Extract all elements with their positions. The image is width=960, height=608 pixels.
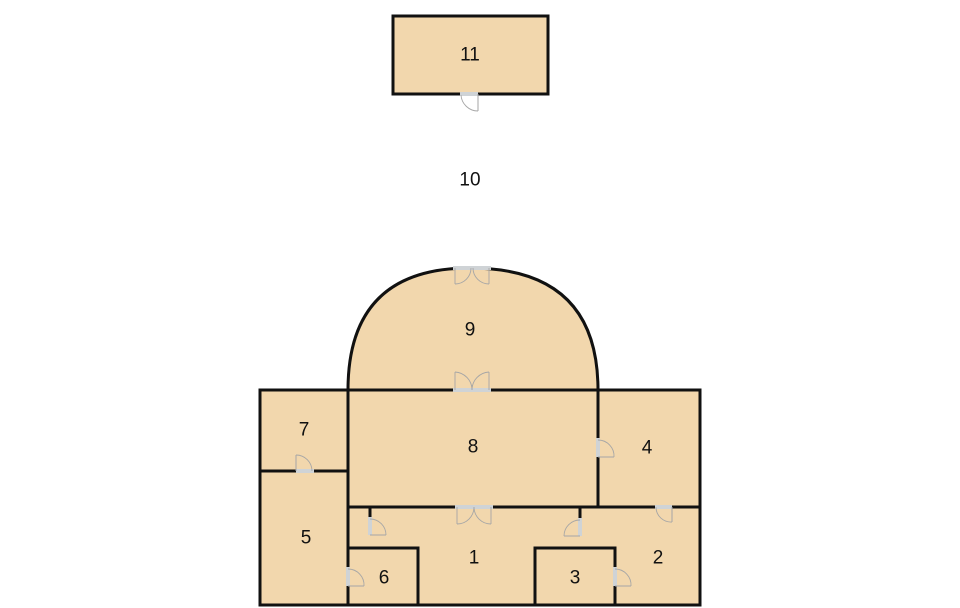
door-room-8-9[interactable]	[453, 371, 491, 392]
door-room-11[interactable]	[460, 92, 479, 112]
main-building	[258, 266, 702, 607]
door-room-7[interactable]	[295, 454, 314, 473]
door-room-1-8[interactable]	[455, 505, 493, 525]
room-7-label: 7	[299, 420, 310, 441]
room-10-label: 10	[459, 170, 480, 191]
door-room-1-2[interactable]	[563, 518, 582, 537]
door-room-3[interactable]	[613, 567, 632, 587]
room-1-label: 1	[469, 548, 480, 569]
room-labels: 11 10 9 8 7 4 5 1 2 6 3	[299, 45, 664, 589]
room-9-label: 9	[465, 320, 476, 341]
room-3-label: 3	[570, 568, 581, 589]
room-2-label: 2	[653, 548, 664, 569]
door-room-5[interactable]	[368, 517, 387, 536]
door-room-2[interactable]	[655, 505, 673, 523]
room-6-label: 6	[379, 568, 390, 589]
door-room-4[interactable]	[596, 438, 615, 458]
doors	[295, 92, 673, 587]
door-room-6[interactable]	[346, 567, 365, 587]
room-11[interactable]	[391, 14, 550, 96]
room-5-label: 5	[301, 528, 312, 549]
door-room-9-entrance[interactable]	[453, 266, 491, 285]
room-4-label: 4	[642, 438, 653, 459]
room-11-label: 11	[460, 45, 480, 66]
room-8-label: 8	[468, 437, 479, 458]
